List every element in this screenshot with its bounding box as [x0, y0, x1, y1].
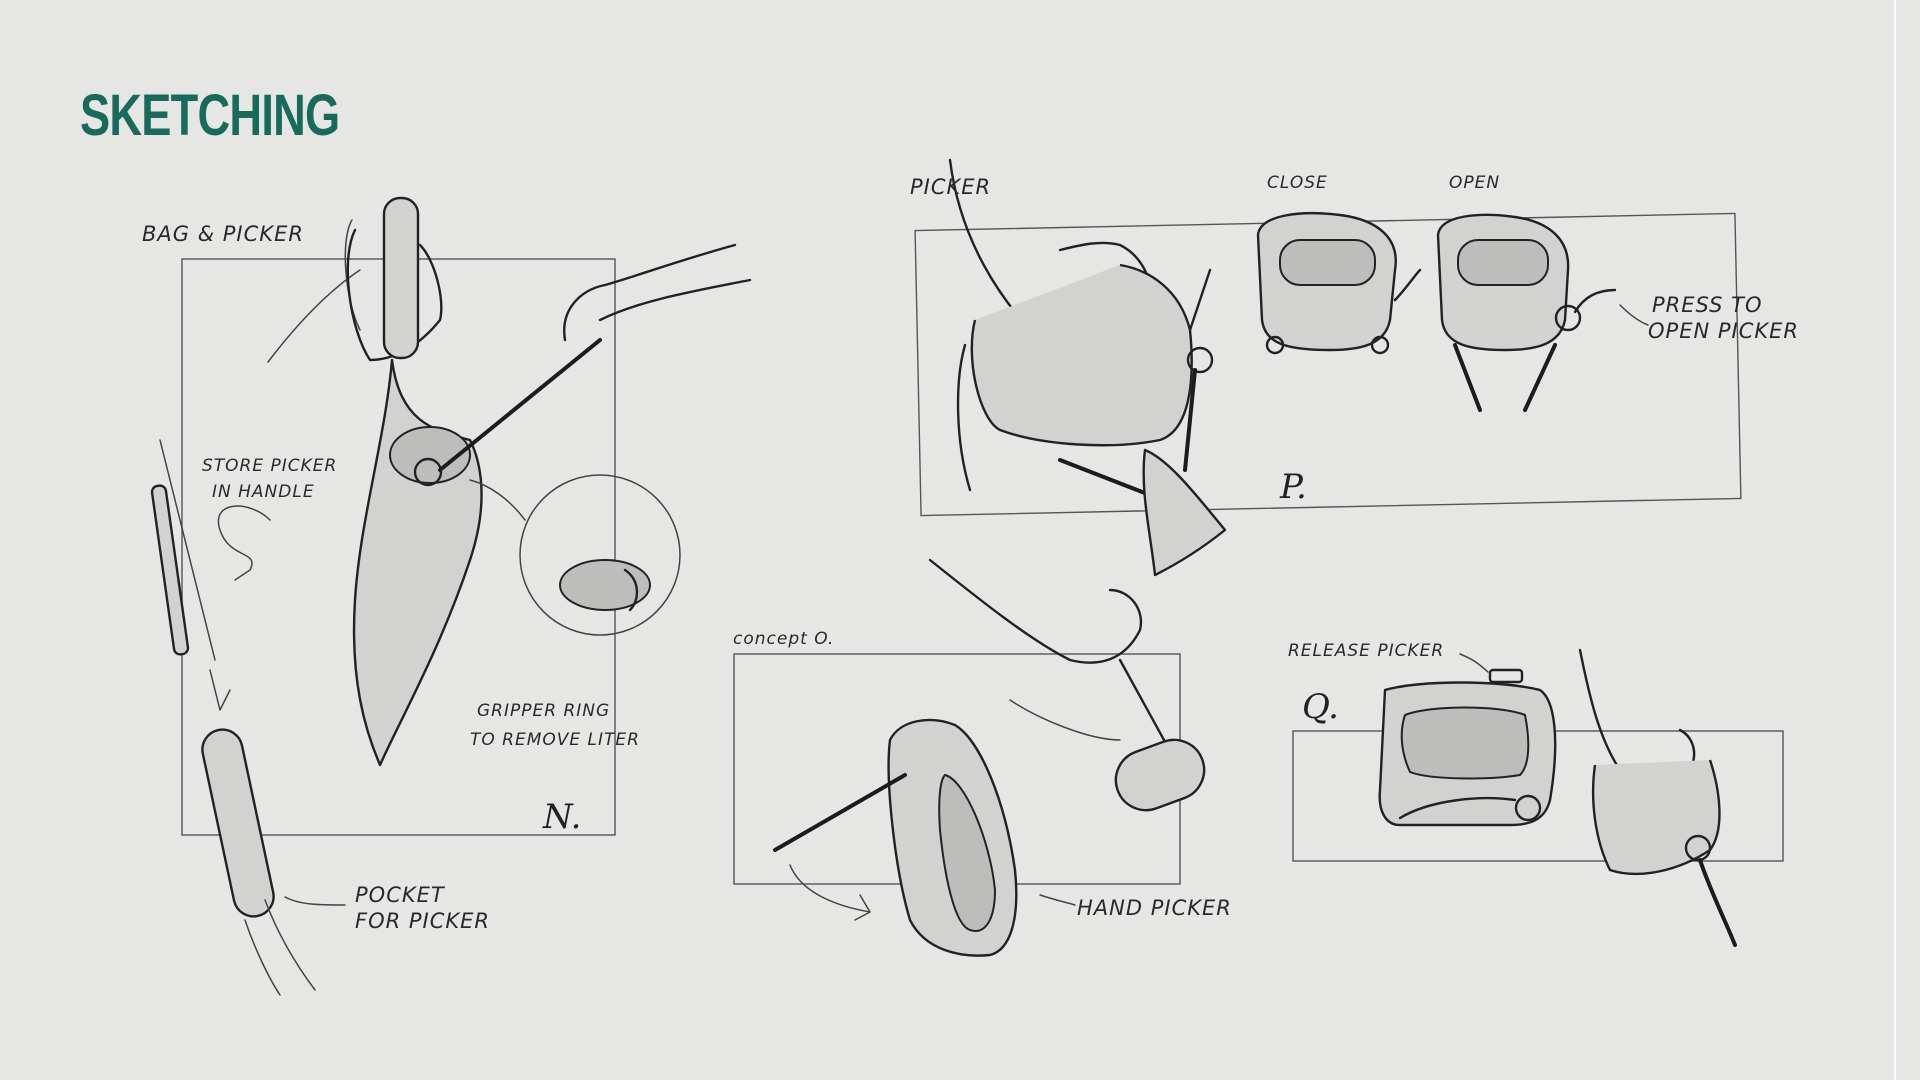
picker-pocket: [201, 728, 275, 918]
stick-pencil: [159, 439, 216, 661]
picker-handle-p: [970, 263, 1193, 447]
label-press-1: PRESS TO: [1652, 293, 1762, 317]
arrow-down: [209, 669, 231, 711]
label-open: OPEN: [1449, 173, 1500, 193]
second-picker-jaw: [1698, 858, 1737, 947]
hand-picker-leader: [1039, 894, 1076, 906]
label-concept-o: concept O.: [733, 629, 834, 649]
picker-pivot: [1186, 346, 1214, 374]
concept-o-group: concept O. HAND PICKER: [733, 558, 1232, 957]
small-picker-grip: [1114, 738, 1206, 812]
open-picker-grip: [1457, 239, 1549, 286]
picker-stick-alone: [150, 484, 190, 656]
gripper-detail-circle: [519, 474, 681, 636]
second-picker-body: [1591, 759, 1721, 876]
ring-sketch: [1009, 699, 1121, 741]
label-close: CLOSE: [1267, 173, 1328, 193]
concept-n-group: BAG & PICKER STORE PICKER IN HANDLE GRIP…: [142, 196, 752, 996]
detail-leader: [469, 479, 526, 521]
pocket-leader: [284, 896, 346, 906]
label-picker: PICKER: [910, 175, 991, 199]
hand-picker-spike: [773, 773, 907, 852]
label-pocket-1: POCKET: [355, 883, 446, 907]
pocket-strap: [244, 899, 316, 996]
arm-sketch: [267, 219, 361, 363]
release-slot: [1398, 797, 1517, 820]
label-pocket-2: FOR PICKER: [355, 909, 490, 933]
bag-handle: [382, 196, 420, 360]
open-jaws: [1453, 343, 1557, 412]
hand-ring: [928, 558, 1143, 664]
wrist-strap: [956, 343, 972, 492]
label-store-picker-2: IN HANDLE: [212, 482, 315, 502]
open-lever: [1573, 288, 1617, 314]
label-hand-picker: HAND PICKER: [1077, 896, 1232, 920]
hand-picker-hole: [938, 773, 997, 932]
release-picker-grip: [1400, 706, 1530, 780]
press-leader: [1619, 304, 1649, 326]
litter-cloth: [1142, 448, 1227, 577]
closed-wheel-2: [1370, 335, 1390, 355]
label-store-picker-1: STORE PICKER: [202, 456, 337, 476]
bag-opening: [389, 426, 471, 484]
page-title: SKETCHING: [80, 83, 340, 148]
picker-arm-top: [1188, 268, 1212, 332]
gripper-hook: [623, 568, 639, 612]
rotate-arrow: [789, 864, 871, 921]
closed-lever: [1393, 268, 1422, 302]
release-pivot: [1514, 794, 1542, 822]
concept-p-group: PICKER CLOSE OPEN PRESS TO OPEN PICKER P…: [910, 158, 1799, 577]
letter-q: Q.: [1302, 687, 1339, 727]
picker-stick: [438, 338, 602, 472]
hand-sketch-2: [563, 243, 752, 342]
release-leader: [1459, 653, 1489, 673]
picker-jaws: [1058, 368, 1197, 497]
closed-picker-grip: [1279, 239, 1376, 286]
store-arrow: [217, 505, 271, 581]
label-bag-picker: BAG & PICKER: [142, 222, 304, 246]
label-gripper-1: GRIPPER RING: [477, 701, 610, 721]
label-gripper-2: TO REMOVE LITER: [470, 730, 640, 750]
label-press-2: OPEN PICKER: [1648, 319, 1799, 343]
open-lever-knob: [1554, 304, 1582, 332]
release-button: [1488, 668, 1524, 684]
letter-p: P.: [1279, 467, 1307, 507]
label-release-picker: RELEASE PICKER: [1288, 641, 1444, 661]
concept-q-group: RELEASE PICKER Q.: [1288, 641, 1784, 947]
bag-body: [352, 358, 483, 767]
closed-wheel-1: [1265, 335, 1285, 355]
picker-ring: [413, 457, 443, 487]
letter-n: N.: [542, 797, 581, 837]
